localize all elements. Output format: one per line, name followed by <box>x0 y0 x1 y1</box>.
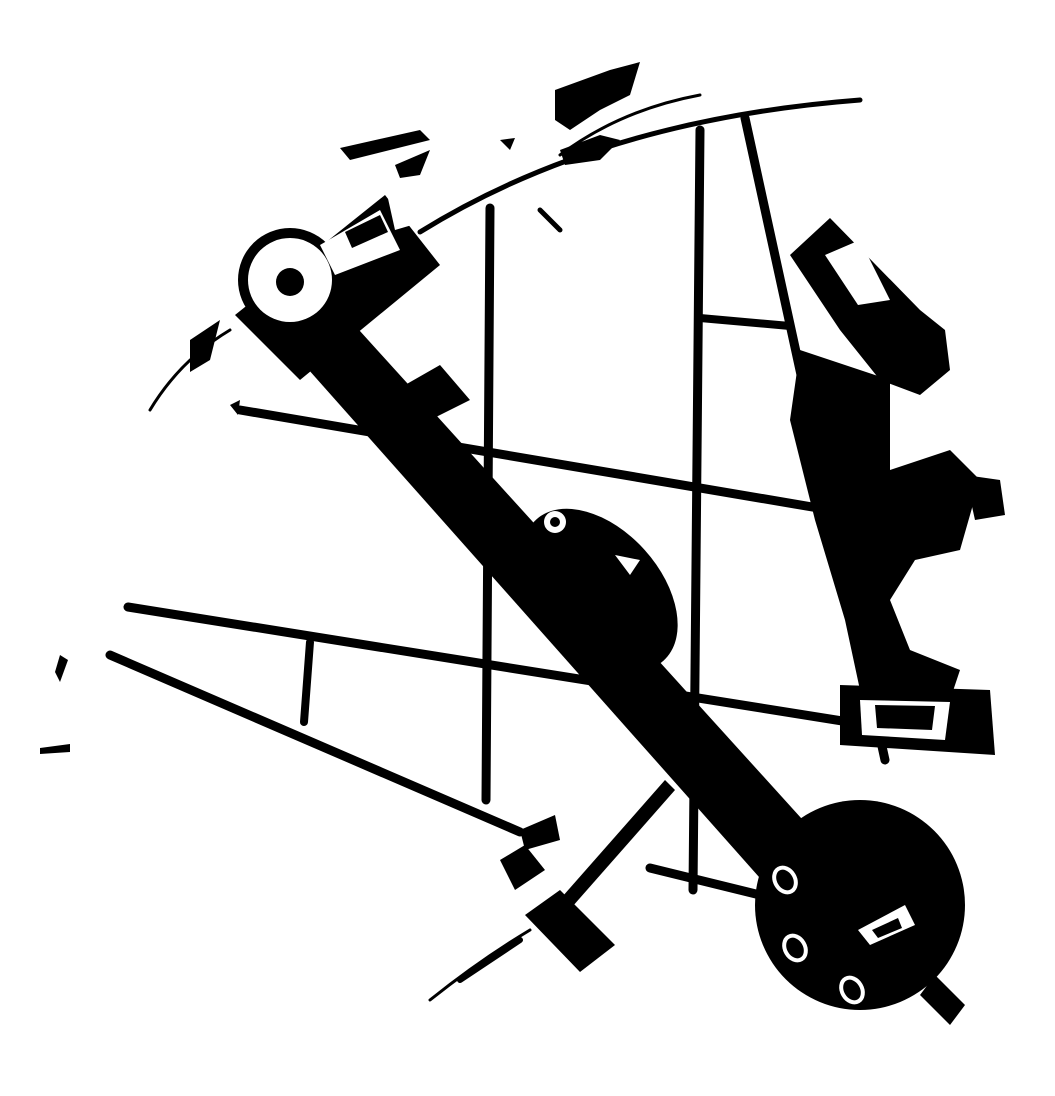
index-arm-bulge <box>522 508 678 672</box>
telescope-eyepiece <box>500 780 675 972</box>
strut-crossbar-upper <box>235 405 835 515</box>
strut-short-vertical <box>300 638 314 726</box>
handle-frame <box>790 218 1005 755</box>
micrometer-drum <box>755 800 965 1025</box>
scale-arc <box>148 93 863 1002</box>
strut-upper-right-bar <box>696 314 794 330</box>
frame-struts <box>105 113 890 900</box>
strut-diagonal-lower <box>105 650 525 837</box>
arc-markings <box>40 62 640 754</box>
mirror-pivot-housing <box>235 180 440 380</box>
strut-top-arc-bar <box>537 207 563 233</box>
strut-crossbar-lower <box>123 602 885 732</box>
index-arm <box>300 320 830 895</box>
strut-lower-leg <box>645 863 765 900</box>
